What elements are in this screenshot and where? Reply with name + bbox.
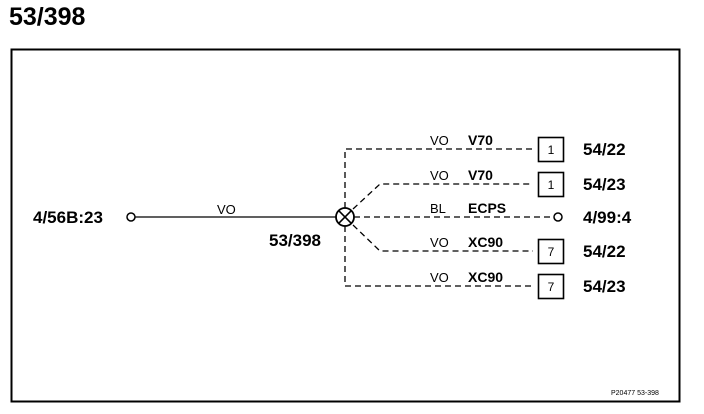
branch-model: XC90 [468, 269, 503, 285]
branch-wire-color: VO [430, 168, 449, 183]
pin-number: 7 [548, 245, 555, 259]
branch-model: ECPS [468, 200, 506, 216]
pin-number: 1 [548, 178, 555, 192]
branch-wire-color: VO [430, 270, 449, 285]
branch-vo-v70-54-23: VO V70 1 54/23 [352, 167, 626, 210]
figure-reference: P20477 53-398 [611, 390, 659, 397]
pin-box [537, 273, 565, 300]
destination-connector: 54/23 [583, 277, 626, 296]
destination-terminal [553, 212, 563, 222]
main-wire: 4/56B:23 VO [33, 202, 337, 227]
main-wire-color: VO [217, 202, 236, 217]
branch-model: V70 [468, 167, 493, 183]
splice-cross-b [338, 210, 352, 224]
destination-connector: 54/23 [583, 175, 626, 194]
pin-box [537, 238, 565, 265]
destination-connector: 54/22 [583, 140, 626, 159]
splice-label: 53/398 [269, 231, 321, 250]
branch-wire-color: VO [430, 235, 449, 250]
branch-wire [352, 183, 533, 210]
pin-box [537, 171, 565, 198]
branch-vo-xc90-54-23: VO XC90 7 54/23 [344, 226, 626, 300]
branch-wire [344, 148, 533, 208]
pin-number: 1 [548, 143, 555, 157]
destination-connector: 54/22 [583, 242, 626, 261]
splice: 53/398 [269, 207, 355, 250]
source-terminal [126, 212, 136, 222]
branch-bl-ecps-4-99-4: BL ECPS 4/99:4 [354, 200, 632, 227]
branch-vo-xc90-54-22: VO XC90 7 54/22 [352, 224, 626, 265]
diagram-frame [10, 48, 681, 403]
pin-number: 7 [548, 280, 555, 294]
branch-model: V70 [468, 132, 493, 148]
branch-wire [352, 224, 533, 252]
source-connector-label: 4/56B:23 [33, 208, 103, 227]
branch-wire [344, 226, 533, 287]
destination-connector: 4/99:4 [583, 208, 632, 227]
branch-model: XC90 [468, 234, 503, 250]
branch-wire-color: BL [430, 201, 446, 216]
branch-vo-v70-54-22: VO V70 1 54/22 [344, 132, 626, 208]
page-title: 53/398 [9, 3, 86, 31]
pin-box [537, 136, 565, 163]
branch-wire-color: VO [430, 133, 449, 148]
